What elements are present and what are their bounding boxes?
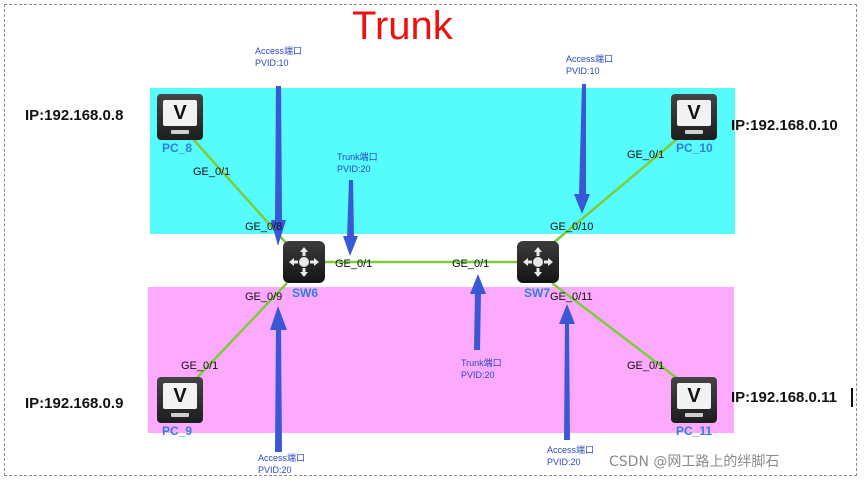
pointer-sw6-ge01 (343, 180, 358, 256)
annotation-pvid: PVID:20 (337, 164, 371, 174)
pointer-sw7-ge010 (574, 84, 590, 214)
pointer-sw6-ge09 (270, 306, 287, 452)
annotation-mode: Access端口 (566, 54, 614, 64)
annotation-pvid: PVID:10 (255, 58, 289, 68)
pc-9-ip: IP:192.168.0.9 (25, 395, 124, 412)
vlan10-zone (150, 88, 735, 234)
switch-arrows-icon (523, 247, 553, 277)
port-sw6-ge09: GE_0/9 (245, 291, 283, 303)
vlan20-zone (148, 287, 734, 433)
sw6-switch-icon[interactable] (283, 241, 325, 283)
diagram-title: Trunk (352, 4, 453, 48)
annotation-sw7-ge010: Access端口 PVID:10 (566, 53, 613, 77)
annotation-pvid: PVID:10 (566, 66, 600, 76)
pc-11-label: PC_11 (676, 424, 713, 438)
pc-11-icon[interactable]: V (671, 377, 717, 423)
port-sw7-ge01: GE_0/1 (452, 258, 490, 270)
watermark: CSDN @网工路上的绊脚石 (609, 454, 780, 470)
link-sw7-pc10 (551, 134, 683, 245)
annotation-mode: Trunk端口 (461, 358, 502, 368)
pc-10-ip: IP:192.168.0.10 (731, 117, 838, 134)
annotation-mode: Access端口 (547, 445, 595, 455)
switch-arrows-icon (289, 247, 319, 277)
port-sw6-ge01: GE_0/1 (335, 258, 373, 270)
pc-10-label: PC_10 (676, 141, 713, 155)
pointer-sw7-ge011 (559, 304, 575, 440)
annotation-mode: Access端口 (258, 453, 306, 463)
pointer-sw7-ge01 (470, 274, 486, 350)
sw7-label: SW7 (524, 286, 551, 300)
sw6-label: SW6 (292, 286, 319, 300)
diagram-frame (4, 4, 857, 476)
annotation-pvid: PVID:20 (258, 465, 292, 475)
pc-9-icon[interactable]: V (157, 377, 203, 423)
annotation-sw6-ge09: Access端口 PVID:20 (258, 452, 305, 476)
link-pc8-sw6 (192, 138, 288, 245)
annotation-pvid: PVID:20 (547, 457, 581, 467)
pc-8-label: PC_8 (162, 141, 193, 155)
pc-11-ip: IP:192.168.0.11 (731, 389, 837, 406)
port-pc10-ge01: GE_0/1 (627, 149, 665, 161)
port-sw7-ge010: GE_0/10 (550, 221, 594, 233)
port-sw7-ge011: GE_0/11 (550, 291, 593, 303)
annotation-mode: Trunk端口 (337, 152, 378, 162)
link-sw7-pc11 (551, 282, 683, 383)
pc-8-ip: IP:192.168.0.8 (25, 107, 124, 124)
annotation-sw6-ge01: Trunk端口 PVID:20 (337, 151, 378, 175)
pc-10-icon[interactable]: V (671, 94, 717, 140)
annotation-pvid: PVID:20 (461, 370, 495, 380)
port-sw6-ge08: GE_0/8 (245, 221, 283, 233)
pc-8-icon[interactable]: V (157, 94, 203, 140)
port-pc11-ge01: GE_0/1 (627, 360, 665, 372)
annotation-mode: Access端口 (255, 46, 303, 56)
pointer-sw6-ge08 (271, 86, 286, 246)
annotation-sw7-ge011: Access端口 PVID:20 (547, 444, 594, 468)
annotation-sw6-ge08: Access端口 PVID:10 (255, 45, 302, 69)
annotation-sw7-ge01: Trunk端口 PVID:20 (461, 357, 502, 381)
text-cursor (851, 388, 853, 407)
link-pc9-sw6 (192, 282, 288, 383)
port-pc9-ge01: GE_0/1 (181, 360, 219, 372)
pc-9-label: PC_9 (162, 424, 193, 438)
sw7-switch-icon[interactable] (517, 241, 559, 283)
port-pc8-ge01: GE_0/1 (193, 166, 231, 178)
